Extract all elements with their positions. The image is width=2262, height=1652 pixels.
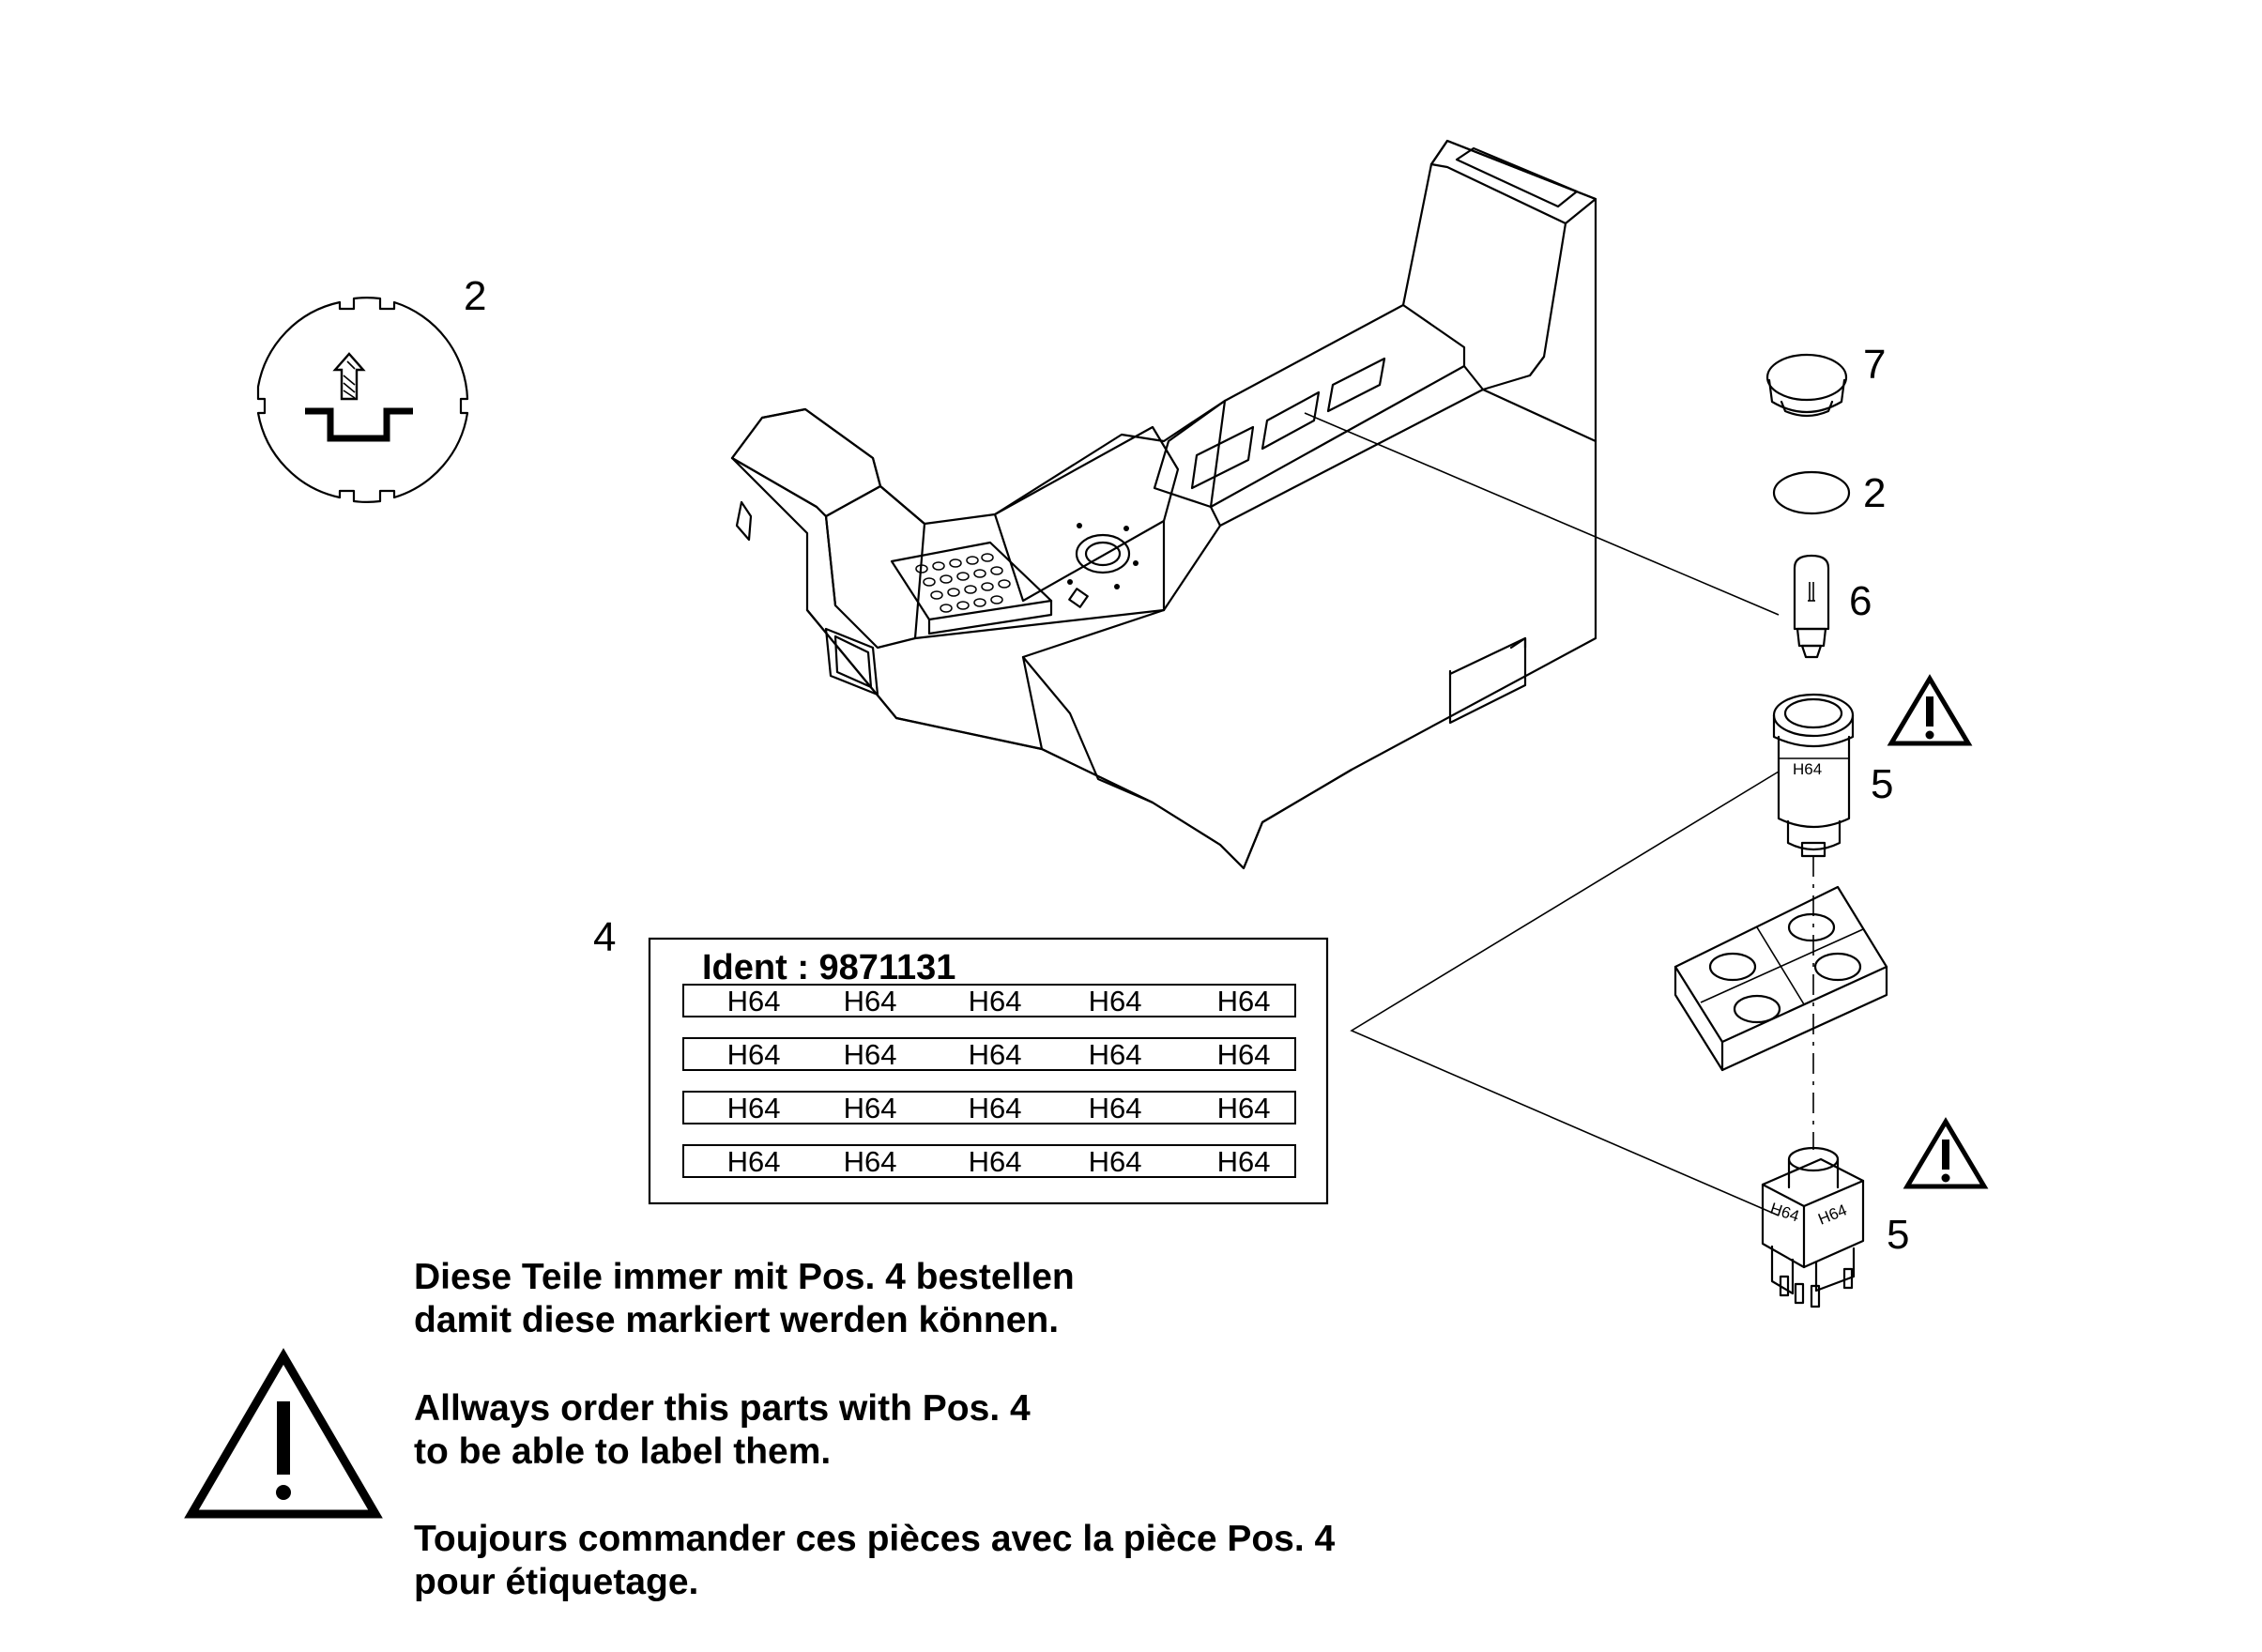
label-cell: H64 (727, 1145, 781, 1178)
note-line: Diese Teile immer mit Pos. 4 bestellen (414, 1257, 1075, 1297)
label-cell: H64 (844, 985, 897, 1017)
note-line: Toujours commander ces pièces avec la pi… (414, 1519, 1336, 1559)
cap-part (1765, 353, 1848, 418)
callout-number: 6 (1849, 578, 1872, 624)
label-cell: H64 (727, 1038, 781, 1071)
order-note-english: Allways order this parts with Pos. 4 to … (414, 1387, 1031, 1474)
callout-number: 2 (1863, 470, 1886, 516)
label-row-box (682, 1037, 1296, 1071)
label-cell: H64 (1217, 1145, 1271, 1178)
label-row-box (682, 984, 1296, 1017)
label-cell: H64 (969, 1092, 1022, 1124)
order-note-french: Toujours commander ces pièces avec la pi… (414, 1518, 1335, 1604)
callout-number: 4 (593, 914, 616, 960)
round-switch-part: H64 (1772, 693, 1855, 858)
leader-line-bulb (1304, 412, 1780, 616)
label-cell: H64 (969, 1145, 1022, 1178)
label-cell: H64 (1089, 1038, 1142, 1071)
label-cell: H64 (727, 1092, 781, 1124)
label-cell: H64 (727, 985, 781, 1017)
label-row-box (682, 1091, 1296, 1124)
label-cell: H64 (969, 1038, 1022, 1071)
label-cell: H64 (1217, 985, 1271, 1017)
switch-holder-plate (1674, 885, 1888, 1072)
leader-line-label-sheet (1350, 771, 1780, 1216)
label-cell: H64 (1089, 985, 1142, 1017)
o-ring-part (1772, 470, 1851, 515)
label-cell: H64 (1089, 1092, 1142, 1124)
label-cell: H64 (969, 985, 1022, 1017)
bulb-part (1793, 554, 1830, 659)
label-cell: H64 (1217, 1038, 1271, 1071)
label-cell: H64 (844, 1092, 897, 1124)
warning-triangle-icon (1903, 1117, 1989, 1189)
hydraulic-lift-symbol-icon (256, 297, 469, 503)
switch-square-tag-right: H64 (1815, 1201, 1849, 1228)
label-cell: H64 (1217, 1092, 1271, 1124)
callout-number: 2 (464, 273, 486, 319)
callout-number: 5 (1887, 1212, 1909, 1258)
order-note-german: Diese Teile immer mit Pos. 4 bestellen d… (414, 1256, 1075, 1342)
callout-number: 7 (1863, 342, 1886, 388)
label-cell: H64 (844, 1145, 897, 1178)
note-line: pour étiquetage. (414, 1562, 699, 1602)
cab-console-assembly (730, 139, 1597, 870)
label-sheet-ident: Ident : 9871131 (702, 948, 955, 987)
label-cell: H64 (1089, 1145, 1142, 1178)
warning-triangle-icon (1887, 674, 1973, 746)
label-cell: H64 (844, 1038, 897, 1071)
square-switch-part: H64 H64 (1761, 1146, 1865, 1308)
warning-triangle-icon (184, 1348, 383, 1519)
note-line: damit diese markiert werden können. (414, 1300, 1060, 1340)
callout-number: 5 (1871, 761, 1893, 807)
note-line: Allways order this parts with Pos. 4 (414, 1388, 1031, 1429)
switch-round-tag: H64 (1793, 760, 1822, 778)
note-line: to be able to label them. (414, 1431, 832, 1472)
label-row-box (682, 1144, 1296, 1178)
